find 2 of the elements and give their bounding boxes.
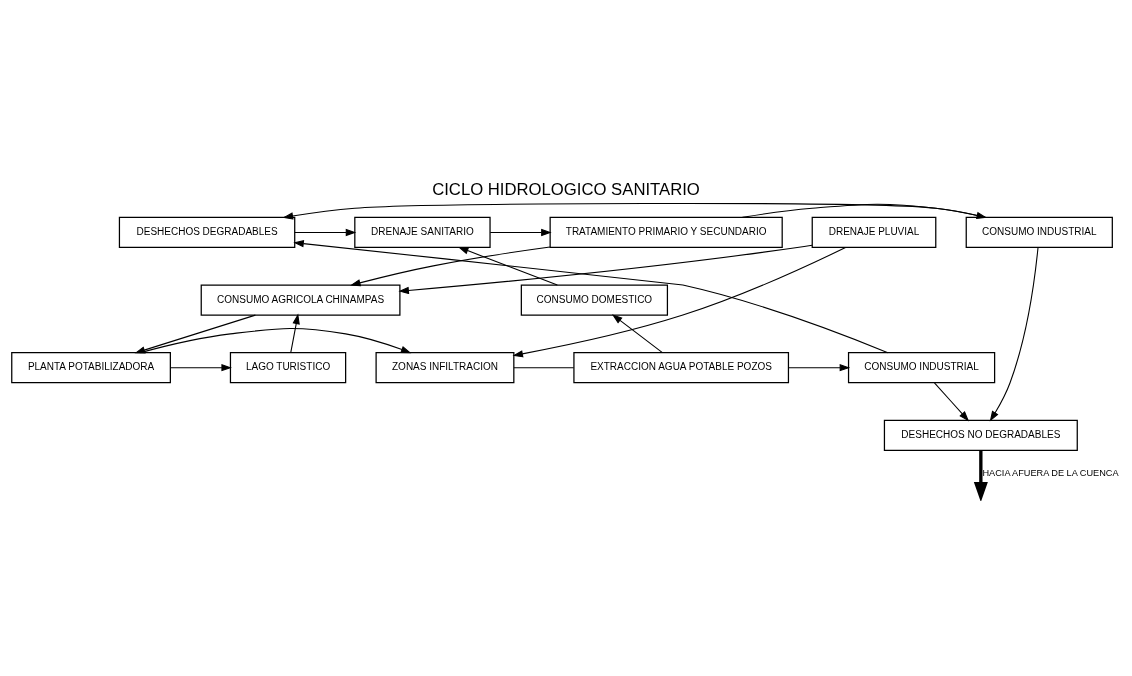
edge-label: HACIA AFUERA DE LA CUENCA: [982, 468, 1119, 479]
diagram-title: CICLO HIDROLOGICO SANITARIO: [432, 180, 700, 200]
